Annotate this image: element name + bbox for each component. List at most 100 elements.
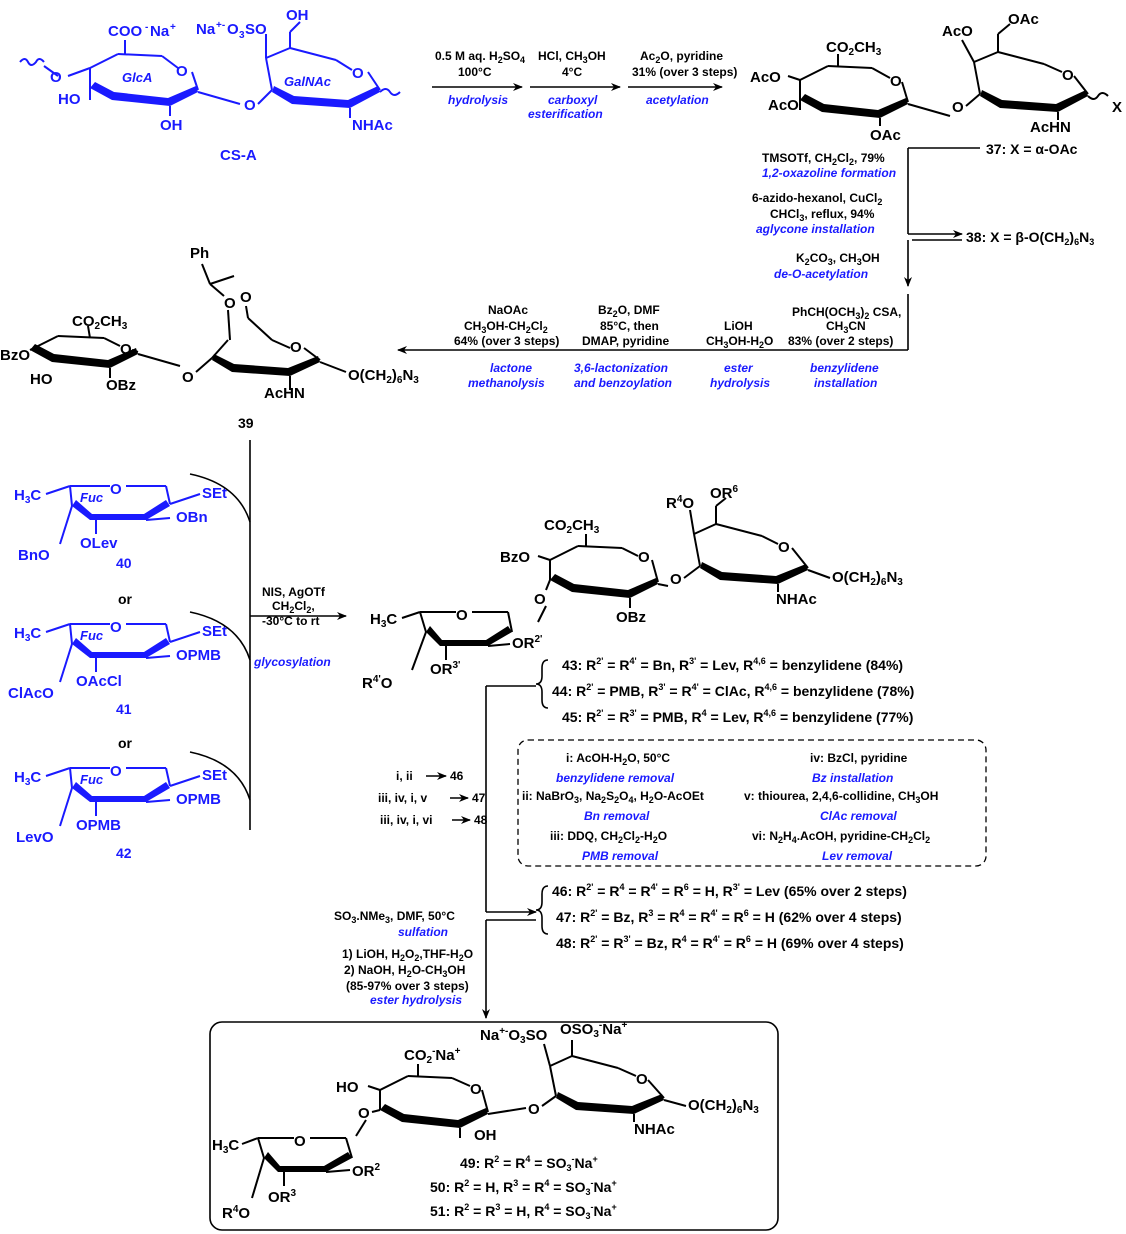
- svg-text:and benzoylation: and benzoylation: [574, 376, 672, 390]
- hydrolysis-tag: hydrolysis: [448, 93, 508, 107]
- right-column-steps: TMSOTf, CH2Cl2, 79% 1,2-oxazoline format…: [397, 141, 1094, 390]
- product-46: 46: R2' = R4 = R4' = R6 = H, R3' = Lev (…: [552, 882, 907, 899]
- svg-text:OPMB: OPMB: [76, 817, 121, 834]
- svg-text:iii, iv, i, v: iii, iv, i, v: [378, 791, 427, 805]
- galnac-label: GalNAc: [284, 74, 332, 89]
- svg-text:1) LiOH, H2O2,THF-H2O: 1) LiOH, H2O2,THF-H2O: [342, 947, 473, 963]
- product-44: 44: R2' = PMB, R3' = R4' = ClAc, R4,6 = …: [552, 682, 914, 699]
- svg-text:Na: Na: [150, 23, 170, 40]
- svg-text:benzylidene removal: benzylidene removal: [556, 771, 675, 785]
- svg-text:OH: OH: [286, 7, 309, 24]
- svg-text:CO2CH3: CO2CH3: [72, 313, 128, 332]
- svg-text:iii: DDQ, CH2Cl2-H2O: iii: DDQ, CH2Cl2-H2O: [550, 829, 667, 845]
- donor-connectors: NIS, AgOTf CH2Cl2, -30°C to rt glycosyla…: [189, 440, 347, 830]
- svg-text:O: O: [638, 549, 650, 566]
- svg-text:Bz installation: Bz installation: [812, 771, 893, 785]
- svg-text:48: 48: [474, 813, 488, 827]
- svg-text:OLev: OLev: [80, 535, 118, 552]
- svg-text:H3C: H3C: [14, 625, 41, 644]
- svg-text:vi: N2H4.AcOH, pyridine-CH2Cl2: vi: N2H4.AcOH, pyridine-CH2Cl2: [752, 829, 930, 845]
- svg-text:hydrolysis: hydrolysis: [710, 376, 770, 390]
- svg-text:Fuc: Fuc: [80, 772, 104, 787]
- svg-text:2) NaOH, H2O-CH3OH: 2) NaOH, H2O-CH3OH: [344, 963, 465, 979]
- svg-text:X: X: [1112, 99, 1122, 116]
- svg-text:O: O: [224, 295, 236, 312]
- svg-text:iii, iv, i, vi: iii, iv, i, vi: [380, 813, 432, 827]
- svg-text:ClAc removal: ClAc removal: [820, 809, 897, 823]
- svg-text:AcO: AcO: [750, 69, 781, 86]
- svg-text:OBn: OBn: [176, 509, 208, 526]
- svg-text:O(CH2)6N3: O(CH2)6N3: [832, 569, 903, 588]
- svg-text:carboxyl: carboxyl: [548, 93, 598, 107]
- svg-text:OR3': OR3': [430, 660, 460, 678]
- final-product-box: O CO2-Na+ HO O OH O O Na+-O3SO OSO3-Na+ …: [209, 1020, 779, 1231]
- svg-text:O: O: [636, 1071, 648, 1088]
- svg-text:47: 47: [472, 791, 486, 805]
- cs-a-o1: O: [50, 69, 62, 86]
- svg-text:BnO: BnO: [18, 547, 50, 564]
- svg-text:0.5 M aq. H2SO4: 0.5 M aq. H2SO4: [435, 49, 525, 65]
- svg-text:O: O: [290, 339, 302, 356]
- svg-text:H3C: H3C: [370, 611, 397, 630]
- svg-text:CO2CH3: CO2CH3: [544, 517, 600, 536]
- svg-text:O: O: [294, 1133, 306, 1150]
- svg-text:OAcCl: OAcCl: [76, 673, 122, 690]
- svg-text:acetylation: acetylation: [646, 93, 709, 107]
- svg-text:methanolysis: methanolysis: [468, 376, 545, 390]
- svg-text:+-: +-: [216, 20, 225, 31]
- svg-text:O: O: [110, 619, 122, 636]
- svg-text:OAc: OAc: [870, 127, 901, 144]
- or-label-1: or: [118, 591, 133, 607]
- final-49: 49: R2 = R4 = SO3-Na+: [460, 1154, 598, 1173]
- svg-text:PMB removal: PMB removal: [582, 849, 659, 863]
- product-45: 45: R2' = R3' = PMB, R4 = Lev, R4,6 = be…: [562, 708, 913, 725]
- svg-text:O: O: [352, 65, 364, 82]
- svg-text:O(CH2)6N3: O(CH2)6N3: [348, 367, 419, 386]
- final-50: 50: R2 = H, R3 = R4 = SO3-Na+: [430, 1178, 617, 1197]
- svg-text:ClAcO: ClAcO: [8, 685, 54, 702]
- svg-text:OR6: OR6: [710, 484, 739, 502]
- svg-text:OR3: OR3: [268, 1188, 297, 1206]
- svg-text:O: O: [110, 763, 122, 780]
- svg-text:R4O: R4O: [222, 1204, 250, 1222]
- svg-text:OH: OH: [160, 117, 183, 134]
- svg-text:AcO: AcO: [942, 23, 973, 40]
- or-label-2: or: [118, 735, 133, 751]
- svg-text:NaOAc: NaOAc: [488, 303, 528, 317]
- svg-text:CH3CN: CH3CN: [826, 319, 866, 335]
- svg-text:ester hydrolysis: ester hydrolysis: [370, 993, 462, 1007]
- svg-text:O: O: [176, 63, 188, 80]
- svg-text:Ph: Ph: [190, 245, 209, 262]
- svg-text:4°C: 4°C: [562, 65, 582, 79]
- svg-text:(85-97% over 3 steps): (85-97% over 3 steps): [346, 979, 469, 993]
- product-48: 48: R2' = R3' = Bz, R4 = R4' = R6 = H (6…: [556, 934, 904, 951]
- svg-text:O: O: [240, 289, 252, 306]
- svg-text:AcHN: AcHN: [1030, 119, 1071, 136]
- svg-text:Bn removal: Bn removal: [584, 809, 650, 823]
- svg-text:O: O: [778, 539, 790, 556]
- product-47: 47: R2' = Bz, R3 = R4 = R4' = R6 = H (62…: [556, 908, 902, 925]
- svg-text:HCl, CH3OH: HCl, CH3OH: [538, 49, 606, 65]
- svg-text:46: 46: [450, 769, 464, 783]
- svg-text:BzO: BzO: [0, 347, 30, 364]
- svg-text:O: O: [227, 21, 239, 38]
- svg-text:i, ii: i, ii: [396, 769, 413, 783]
- svg-text:SEt: SEt: [202, 623, 227, 640]
- svg-text:OBz: OBz: [106, 377, 136, 394]
- donor-42-label: 42: [116, 845, 132, 861]
- svg-text:O: O: [470, 1081, 482, 1098]
- svg-text:OSO3-Na+: OSO3-Na+: [560, 1020, 627, 1040]
- products-46-48: 46: R2' = R4 = R4' = R6 = H, R3' = Lev (…: [482, 882, 907, 1019]
- top-step-arrows: 0.5 M aq. H2SO4 100°C hydrolysis HCl, CH…: [432, 49, 737, 121]
- svg-text:6-azido-hexanol, CuCl2: 6-azido-hexanol, CuCl2: [752, 191, 882, 207]
- product-38: 38: X = β-O(CH2)6N3: [966, 229, 1094, 247]
- svg-text:CH3OH-CH2Cl2: CH3OH-CH2Cl2: [464, 319, 548, 335]
- svg-text:OAc: OAc: [1008, 11, 1039, 28]
- svg-text:OR2': OR2': [512, 634, 542, 652]
- svg-text:O: O: [456, 607, 468, 624]
- final-conditions: SO3.NMe3, DMF, 50°C sulfation 1) LiOH, H…: [334, 909, 473, 1007]
- svg-text:sulfation: sulfation: [398, 925, 448, 939]
- svg-text:-: -: [145, 22, 148, 33]
- svg-text:TMSOTf, CH2Cl2, 79%: TMSOTf, CH2Cl2, 79%: [762, 151, 885, 167]
